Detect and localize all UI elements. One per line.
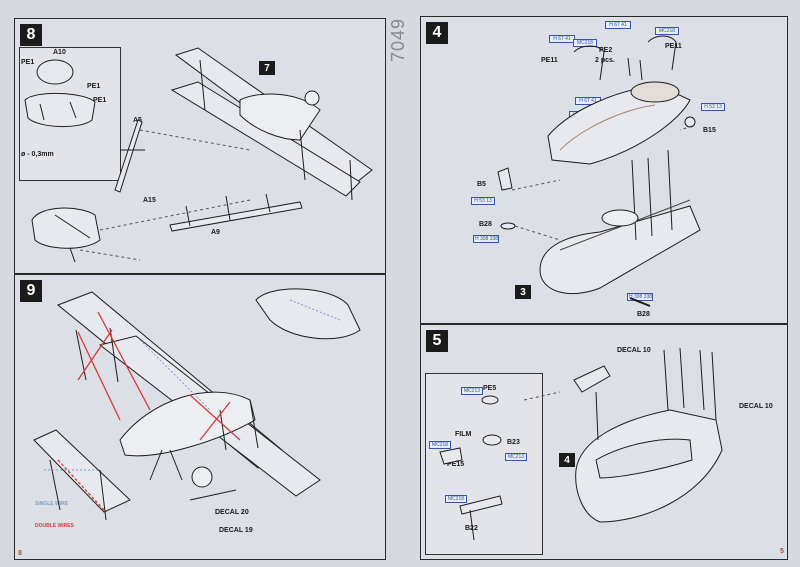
decal-20-label: DECAL 20 [215,509,249,516]
step-9-drawing [33,288,361,521]
legend-single-wire: SINGLE WIRE [35,501,69,507]
step-5-badge: 5 [426,330,448,352]
color-box-10: H 308 338 [627,293,653,301]
color-box-3: H 67 41 [605,21,631,29]
step-8-drawing [24,47,373,263]
rigging-single-wires [44,299,341,471]
label-pe2-qty: 2 pcs. [595,57,615,64]
label-a10: A10 [53,49,66,56]
label-b22: B22 [465,525,478,532]
color-box-mc213-b: MC213 [505,453,527,461]
color-box-mc218-b: MC218 [445,495,467,503]
step-4-badge: 4 [426,22,448,44]
step-8-callout: 7 [259,61,275,75]
rigging-double-wires [57,311,241,511]
step-5-callout: 4 [559,453,575,467]
label-b5: B5 [477,181,486,188]
color-box-mc213-a: MC213 [461,387,483,395]
step-8-badge: 8 [20,24,42,46]
label-film: FILM [455,431,472,438]
label-pe15: PE15 [447,461,465,468]
label-wire-diameter: ø - 0,3mm [21,151,54,158]
color-box-4: MC218 [655,27,679,35]
step-4-drawing [497,35,701,307]
decal-10-right-label: DECAL 10 [739,403,773,410]
page-number-left: 8 [18,550,22,557]
label-a15: A15 [143,197,156,204]
label-pe5: PE5 [483,385,497,392]
label-pe1-lower: PE1 [93,97,107,104]
label-b23: B23 [507,439,520,446]
decal-10-top-label: DECAL 10 [617,347,651,354]
label-pe1-top: PE1 [21,59,35,66]
legend-double-wires: DOUBLE WIRES [35,523,74,529]
label-pe11-right: PE11 [665,43,682,50]
label-a9: A9 [211,229,220,236]
step-4-callout: 3 [515,285,531,299]
label-pe2: PE2 [599,47,613,54]
label-b15: B15 [703,127,716,134]
label-b28-bottom: B28 [637,311,650,318]
color-box-9: H 308 338 [473,235,499,243]
step-5-drawing [439,347,723,541]
step-9-badge: 9 [20,280,42,302]
label-pe11-left: PE11 [541,57,558,64]
label-pe1-right: PE1 [87,83,101,90]
color-box-8: H 53 13 [701,103,725,111]
label-b28-left: B28 [479,221,492,228]
decal-19-label: DECAL 19 [219,527,253,534]
color-box-7: H 53 13 [471,197,495,205]
color-box-mc218-a: MC218 [429,441,451,449]
page-number-right: 5 [780,548,784,555]
